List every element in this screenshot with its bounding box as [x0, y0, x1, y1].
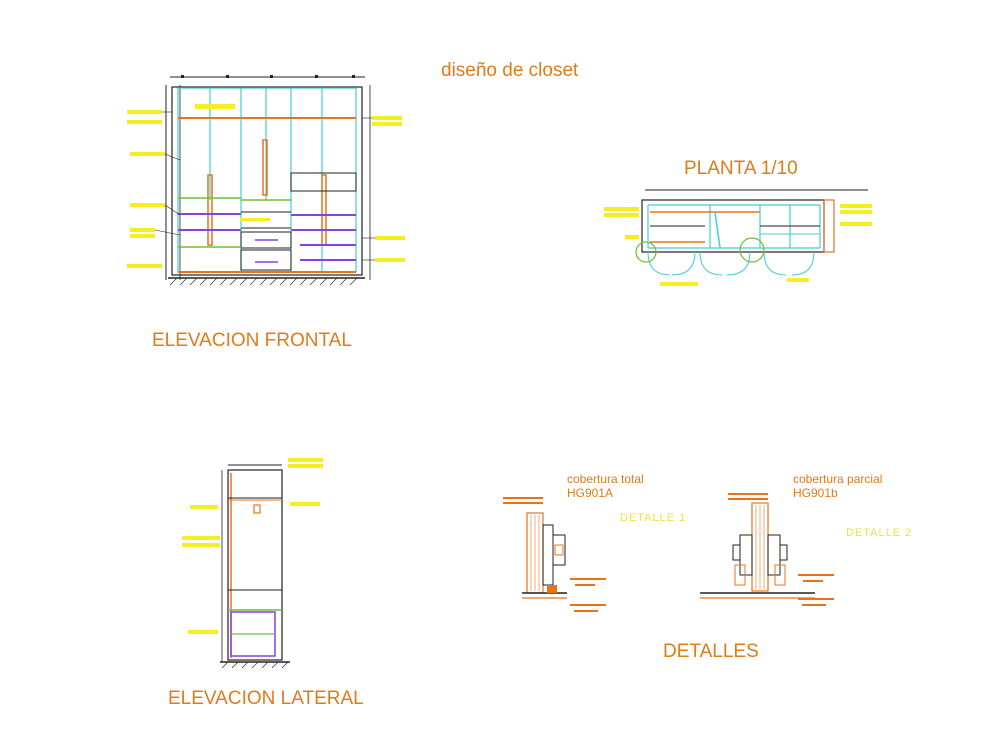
detail1-line1: cobertura total [567, 472, 644, 486]
detail-2-drawing [700, 493, 834, 606]
detail2-line1: cobertura parcial [793, 472, 883, 486]
detail2-caption: cobertura parcial HG901b [793, 472, 882, 500]
side-elevation-drawing [182, 458, 323, 669]
label-detalles: DETALLES [663, 641, 759, 662]
label-elevacion-frontal: ELEVACION FRONTAL [152, 330, 352, 351]
drawing-title: diseño de closet [441, 60, 579, 81]
detail-1-drawing [503, 497, 606, 612]
label-elevacion-lateral: ELEVACION LATERAL [168, 688, 364, 709]
front-elevation-drawing [127, 75, 405, 286]
detail1-tag: DETALLE 1 [620, 512, 687, 524]
detail2-tag: DETALLE 2 [846, 527, 913, 539]
detail1-line2: HG901A [567, 486, 614, 500]
label-planta: PLANTA 1/10 [684, 158, 798, 179]
detail2-line2: HG901b [793, 486, 838, 500]
detail1-caption: cobertura total HG901A [567, 472, 644, 500]
plan-view-drawing [604, 189, 872, 286]
